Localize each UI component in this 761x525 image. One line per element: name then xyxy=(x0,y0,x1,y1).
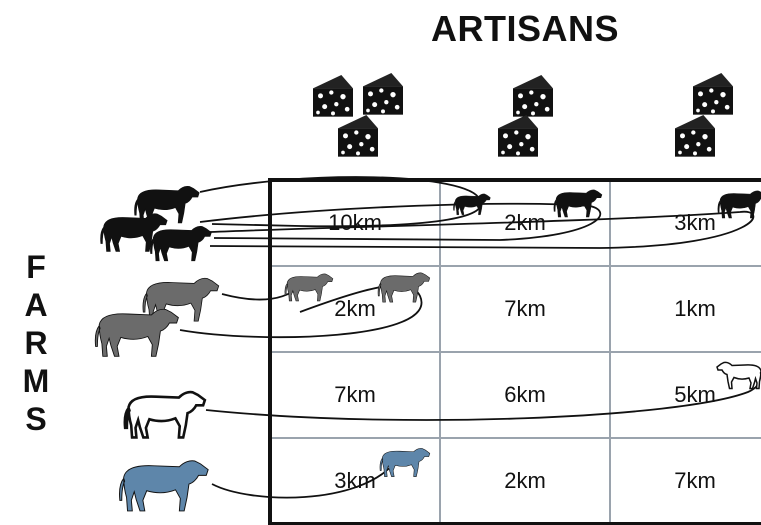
farms-title-letter: A xyxy=(18,286,54,324)
distance-cell: 5km xyxy=(610,352,761,438)
farms-title-letter: S xyxy=(18,400,54,438)
distance-cell: 3km xyxy=(270,438,440,524)
farms-title-letter: F xyxy=(18,248,54,286)
distance-cell: 7km xyxy=(610,438,761,524)
artisans-title: ARTISANS xyxy=(400,8,650,50)
farms-title-letter: M xyxy=(18,362,54,400)
farms-title-letter: R xyxy=(18,324,54,362)
cheese-wedge-icon xyxy=(363,73,403,115)
cow-icon xyxy=(95,309,178,356)
cheese-wedge-icon xyxy=(675,115,715,157)
distance-cell: 6km xyxy=(440,352,610,438)
distance-cell: 7km xyxy=(440,266,610,352)
distance-cell: 2km xyxy=(270,266,440,352)
cheese-wedge-icon xyxy=(313,75,353,117)
cow-icon xyxy=(135,186,200,223)
cow-shape xyxy=(135,186,200,223)
cheese-wedge-icon xyxy=(498,115,538,157)
distance-cell: 3km xyxy=(610,180,761,266)
cow-icon xyxy=(119,461,208,511)
distance-cell: 2km xyxy=(440,438,610,524)
cow-icon xyxy=(150,226,211,260)
cheese-wedge-icon xyxy=(513,75,553,117)
cheese-wedge-icon xyxy=(338,115,378,157)
cow-icon xyxy=(125,392,205,437)
cow-shape xyxy=(150,226,211,260)
farms-title: F A R M S xyxy=(18,248,54,438)
distance-cell: 2km xyxy=(440,180,610,266)
cow-shape xyxy=(119,461,208,511)
cow-shape xyxy=(125,392,205,437)
distance-cell: 10km xyxy=(270,180,440,266)
distance-cell: 7km xyxy=(270,352,440,438)
cheese-wedge-icon xyxy=(693,73,733,115)
distance-cell: 1km xyxy=(610,266,761,352)
cow-shape xyxy=(95,309,178,356)
